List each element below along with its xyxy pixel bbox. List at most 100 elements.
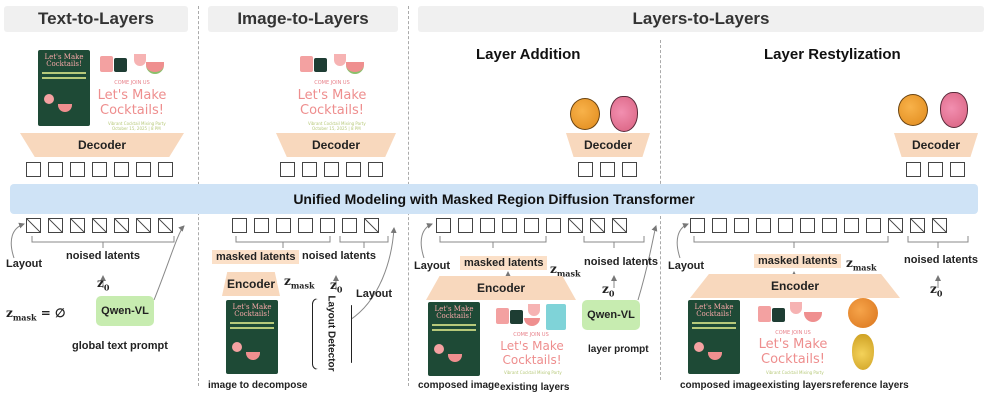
z0-symbol-3: z0 — [602, 282, 615, 299]
encoder-block-3: Encoder — [426, 276, 576, 300]
composed-image-label-3: composed image — [418, 380, 500, 391]
masked-latents-label-2: masked latents — [212, 250, 300, 264]
existing-layers-label-4: existing layers — [762, 380, 832, 391]
watermelon-icon — [246, 352, 260, 360]
watermelon-icon — [146, 62, 164, 74]
poster-small-text-1: Vibrant Cocktail Mixing Party — [308, 121, 366, 126]
poster-title-line1: Let's Make — [232, 303, 272, 311]
input-squares-4 — [690, 218, 947, 233]
orange-icon — [898, 94, 928, 126]
header-image-to-layers: Image-to-Layers — [208, 6, 398, 32]
zmask-symbol-4: zmask — [846, 256, 877, 273]
layout-label-1: Layout — [6, 258, 43, 270]
watermelon-icon — [448, 354, 462, 362]
poster-title-line1: Let's Make — [694, 303, 734, 311]
lets-make-text: Let's Make — [97, 88, 167, 103]
image-to-decompose-poster: Let's Make Cocktails! — [226, 300, 278, 374]
cocktail-glass-icon — [334, 54, 346, 66]
qwen-vl-block-2: Qwen-VL — [582, 300, 640, 330]
encoder-block-2: Encoder — [222, 272, 280, 296]
subheader-layer-restylization: Layer Restylization — [764, 46, 901, 63]
noised-latents-label-1: noised latents — [66, 250, 140, 262]
z0-symbol-2: z0 — [330, 278, 343, 295]
cocktails-text: Cocktails! — [761, 352, 825, 367]
image-to-decompose-label: image to decompose — [208, 380, 308, 391]
output-squares-3 — [578, 162, 637, 177]
existing-layer-glasses-3 — [496, 304, 526, 326]
header-layers-to-layers: Layers-to-Layers — [418, 6, 984, 32]
come-join-text: COME JOIN US — [513, 332, 549, 338]
poster-small-text-1: Vibrant Cocktail Mixing Party — [766, 370, 824, 375]
cocktail-glass-icon — [44, 94, 54, 104]
poster-title-line2: Cocktails! — [46, 60, 82, 68]
come-join-text: COME JOIN US — [114, 80, 150, 86]
poster-title-line2: Cocktails! — [436, 312, 472, 320]
input-squares-2 — [232, 218, 379, 233]
cocktail-glass-icon — [790, 302, 802, 314]
cocktail-glass-icon — [232, 342, 242, 352]
cocktails-text: Cocktails! — [100, 103, 164, 118]
lets-make-text: Let's Make — [500, 339, 564, 353]
watermelon-icon — [804, 312, 822, 322]
watermelon-icon — [524, 318, 540, 326]
output-squares-4 — [906, 162, 965, 177]
existing-layers-label-3: existing layers — [500, 382, 570, 393]
zmask-symbol-2: zmask — [284, 274, 315, 291]
header-text-to-layers: Text-to-Layers — [4, 6, 188, 32]
cocktails-text: Cocktails! — [300, 103, 364, 118]
composed-image-poster-4: Let's Make Cocktails! — [688, 300, 740, 374]
output-squares-1 — [26, 162, 173, 177]
existing-layer-glasses-4 — [758, 302, 788, 324]
composed-image-poster-3: Let's Make Cocktails! — [428, 302, 480, 376]
poster-small-text-2: October 15, 2025 | 8 PM — [312, 126, 361, 131]
watermelon-icon — [346, 62, 364, 74]
layer-glasses-2 — [300, 52, 330, 74]
watermelon-icon — [708, 352, 722, 360]
masked-latents-label-4: masked latents — [754, 254, 842, 268]
zmask-symbol-3: zmask — [550, 262, 581, 279]
masked-latents-label-3: masked latents — [460, 256, 548, 270]
orange-icon — [570, 98, 600, 130]
cocktail-glass-icon — [134, 54, 146, 66]
pear-icon — [940, 92, 968, 128]
encoder-block-4: Encoder — [690, 274, 900, 298]
poster-title-line2: Cocktails! — [696, 310, 732, 318]
cocktail-glass-icon — [694, 342, 704, 352]
layout-detector-label: Layout Detector — [325, 294, 337, 372]
input-squares-3 — [436, 218, 627, 233]
poster-small-text-1: Vibrant Cocktail Mixing Party — [504, 370, 562, 375]
layout-label-4: Layout — [668, 260, 705, 272]
output-poster-full: Let's Make Cocktails! — [38, 50, 90, 126]
z0-symbol-4: z0 — [930, 282, 943, 299]
poster-title-line1: Let's Make — [434, 305, 474, 313]
input-squares-1 — [26, 218, 173, 233]
watermelon-icon — [58, 104, 72, 112]
poster-small-text-1: Vibrant Cocktail Mixing Party — [108, 121, 166, 126]
layer-glasses — [100, 52, 130, 74]
unified-modeling-banner: Unified Modeling with Masked Region Diff… — [10, 184, 978, 214]
orange-icon — [848, 298, 878, 328]
reference-layers-label: reference layers — [832, 380, 909, 391]
subheader-layer-addition: Layer Addition — [476, 46, 581, 63]
pear-icon — [852, 334, 874, 370]
zmask-empty-symbol: zmask = ∅ — [6, 306, 66, 323]
cocktails-text: Cocktails! — [502, 353, 562, 367]
layout-label-2: Layout — [356, 288, 393, 300]
come-join-text: COME JOIN US — [314, 80, 350, 86]
existing-layer-cup-3 — [546, 304, 566, 330]
decoder-block-4: Decoder — [894, 133, 978, 157]
decoder-block-3: Decoder — [566, 133, 650, 157]
qwen-vl-block-1: Qwen-VL — [96, 296, 154, 326]
output-squares-2 — [280, 162, 383, 177]
composed-image-label-4: composed image — [680, 380, 762, 391]
lets-make-text: Let's Make — [758, 337, 828, 352]
layout-label-3: Layout — [414, 260, 451, 272]
decoder-block-1: Decoder — [20, 133, 184, 157]
poster-title-line2: Cocktails! — [234, 310, 270, 318]
pear-icon — [610, 96, 638, 132]
poster-title-line1: Let's Make — [44, 53, 84, 61]
poster-small-text-2: October 15, 2025 | 8 PM — [112, 126, 161, 131]
noised-latents-label-2: noised latents — [302, 250, 376, 262]
z0-symbol-1: z0 — [97, 276, 110, 293]
